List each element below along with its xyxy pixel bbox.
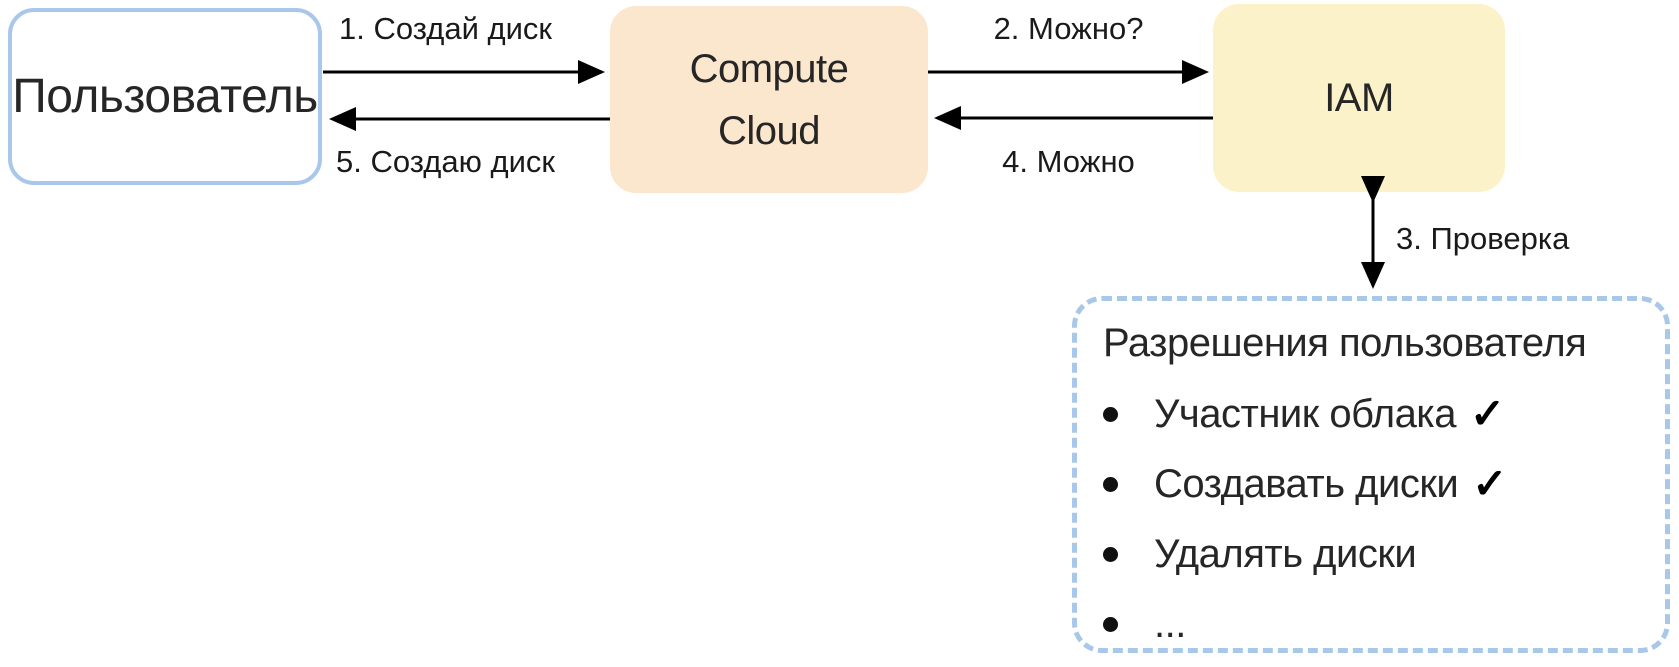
check-icon: ✓ (1472, 460, 1508, 507)
permission-label: ... (1154, 602, 1186, 646)
user-permissions-box: Разрешения пользователя Участник облака … (1072, 296, 1670, 653)
bullet-icon (1103, 406, 1118, 422)
list-item: Участник облака ✓ (1103, 391, 1649, 437)
permission-label: Удалять диски (1154, 532, 1417, 576)
arrow-3-label: 3. Проверка (1396, 221, 1570, 256)
user-node: Пользователь (8, 8, 322, 185)
list-item: ... (1103, 601, 1649, 647)
user-node-label: Пользователь (12, 70, 318, 123)
compute-cloud-node: Compute Cloud (610, 6, 928, 193)
permissions-title: Разрешения пользователя (1103, 321, 1587, 365)
permission-label: Участник облака (1154, 392, 1456, 436)
list-item: Создавать диски ✓ (1103, 461, 1649, 507)
compute-cloud-label-line1: Compute (689, 46, 849, 91)
arrow-2-label: 2. Можно? (993, 11, 1144, 46)
compute-cloud-label-line2: Cloud (717, 108, 821, 153)
list-item: Удалять диски (1103, 531, 1649, 577)
permission-label: Создавать диски (1154, 462, 1459, 506)
bullet-icon (1103, 546, 1118, 562)
bullet-icon (1103, 616, 1118, 632)
arrow-5-label: 5. Создаю диск (336, 144, 555, 179)
iam-node: IAM (1213, 4, 1505, 192)
iam-node-label: IAM (1324, 75, 1394, 120)
bullet-icon (1103, 476, 1118, 492)
check-icon: ✓ (1469, 390, 1506, 437)
arrow-1-label: 1. Создай диск (338, 11, 552, 46)
arrow-4-label: 4. Можно (1002, 144, 1135, 179)
